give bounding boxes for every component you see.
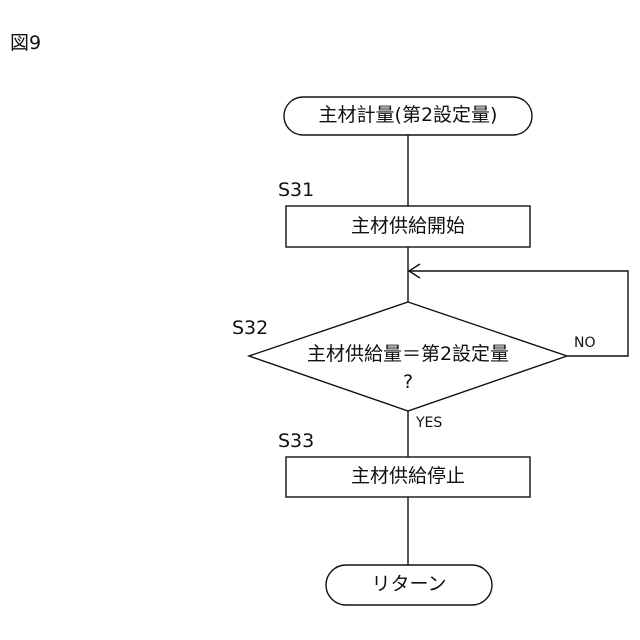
step-label-s32: S32	[232, 319, 268, 338]
s31-process-label: 主材供給開始	[286, 217, 530, 236]
decision-label-line1: 主材供給量＝第2設定量	[259, 345, 557, 364]
edge-label-yes: YES	[416, 416, 442, 430]
edge-label-no: NO	[574, 336, 596, 350]
end-terminal-label: リターン	[326, 575, 492, 594]
step-label-s31: S31	[278, 181, 314, 200]
step-label-s33: S33	[278, 432, 314, 451]
s33-process-label: 主材供給停止	[286, 467, 530, 486]
decision-label-line2: ?	[378, 373, 438, 392]
start-terminal-label: 主材計量(第2設定量)	[284, 106, 532, 125]
